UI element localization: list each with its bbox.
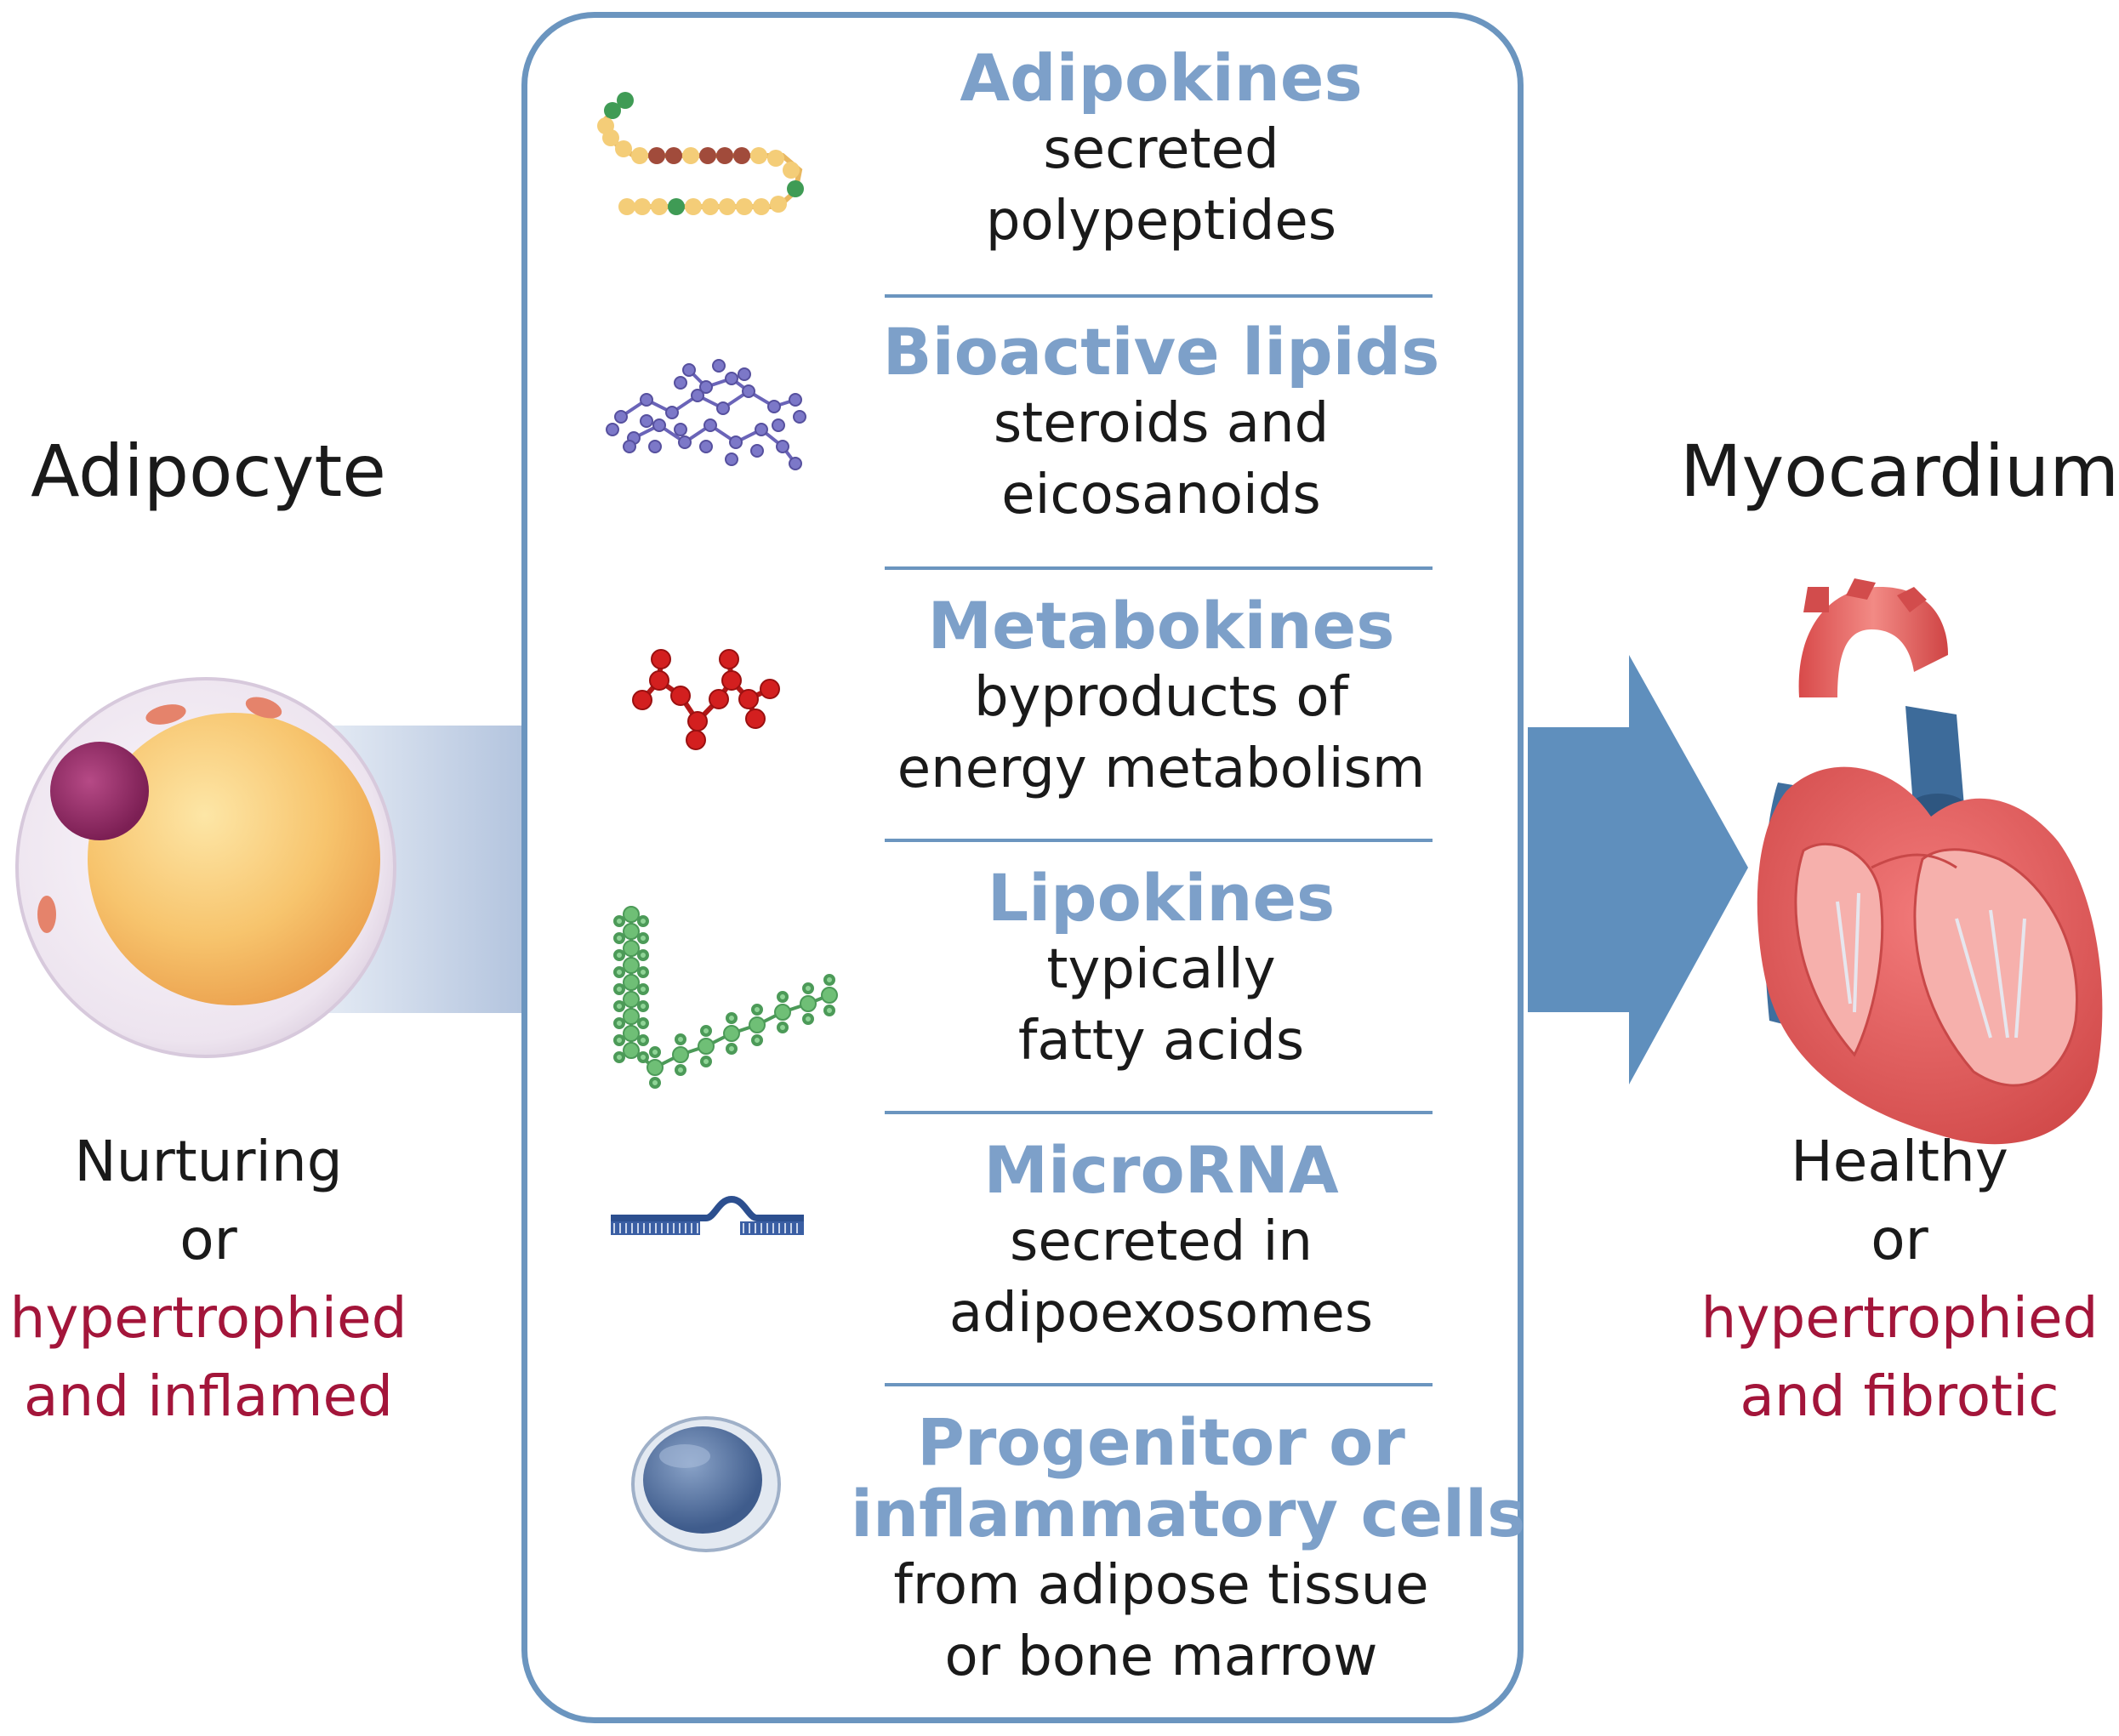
microrna-icon [611,1195,804,1235]
item-heading: Bioactive lipids [882,314,1440,390]
item-heading: Adipokines [960,40,1363,116]
item-heading: Progenitor or [917,1404,1405,1480]
item-microrna: MicroRNA secreted in adipoexosomes [851,1135,1472,1349]
myocardium-state-hypertrophied: hypertrophied [1700,1285,2099,1351]
myocardium-state-or: or [1871,1207,1928,1272]
item-heading: Lipokines [987,860,1336,936]
item-description: or bone marrow [944,1625,1378,1688]
adipocyte-state-hypertrophied: hypertrophied [9,1285,407,1351]
item-adipokines: Adipokines secreted polypeptides [851,43,1472,257]
item-lipokines: Lipokines typically fatty acids [851,862,1472,1077]
item-bioactive-lipids: Bioactive lipids steroids and eicosanoid… [851,316,1472,531]
item-description: byproducts of [973,666,1349,729]
item-description: adipoexosomes [948,1282,1374,1345]
item-description: steroids and [993,392,1330,455]
adipocyte-state-nurturing: Nurturing [74,1129,343,1194]
item-description: polypeptides [985,190,1337,253]
fatty-acid-molecule-icon [613,906,838,1089]
adipocyte-state-or: or [179,1207,237,1272]
myocardium-state-healthy: Healthy [1791,1129,2008,1194]
item-heading: inflammatory cells [851,1476,1526,1551]
divider [885,294,1433,298]
item-description: secreted [1043,118,1279,181]
item-description: from adipose tissue [893,1554,1429,1617]
item-progenitor-cells: Progenitor or inflammatory cells from ad… [851,1404,1526,1693]
item-description: typically [1046,938,1276,1001]
peptide-chain-icon [597,92,804,215]
divider [885,566,1433,570]
item-description: fatty acids [1017,1010,1305,1073]
item-description: secreted in [1010,1210,1313,1273]
divider [885,1383,1433,1386]
myocardium-title: Myocardium [1680,430,2119,513]
myocardium-state-fibrotic: and fibrotic [1740,1363,2059,1429]
cell-icon [631,1416,781,1552]
item-heading: MicroRNA [983,1132,1339,1208]
adipocyte-title: Adipocyte [31,430,386,513]
item-description: eicosanoids [1001,464,1321,526]
divider [885,1111,1433,1114]
item-description: energy metabolism [897,737,1426,800]
item-heading: Metabokines [927,588,1395,663]
item-metabokines: Metabokines byproducts of energy metabol… [851,590,1472,805]
lipid-molecule-icon [606,359,806,470]
metabolite-molecule-icon [632,649,780,750]
divider [885,839,1433,842]
adipocyte-state-inflamed: and inflamed [23,1363,394,1429]
